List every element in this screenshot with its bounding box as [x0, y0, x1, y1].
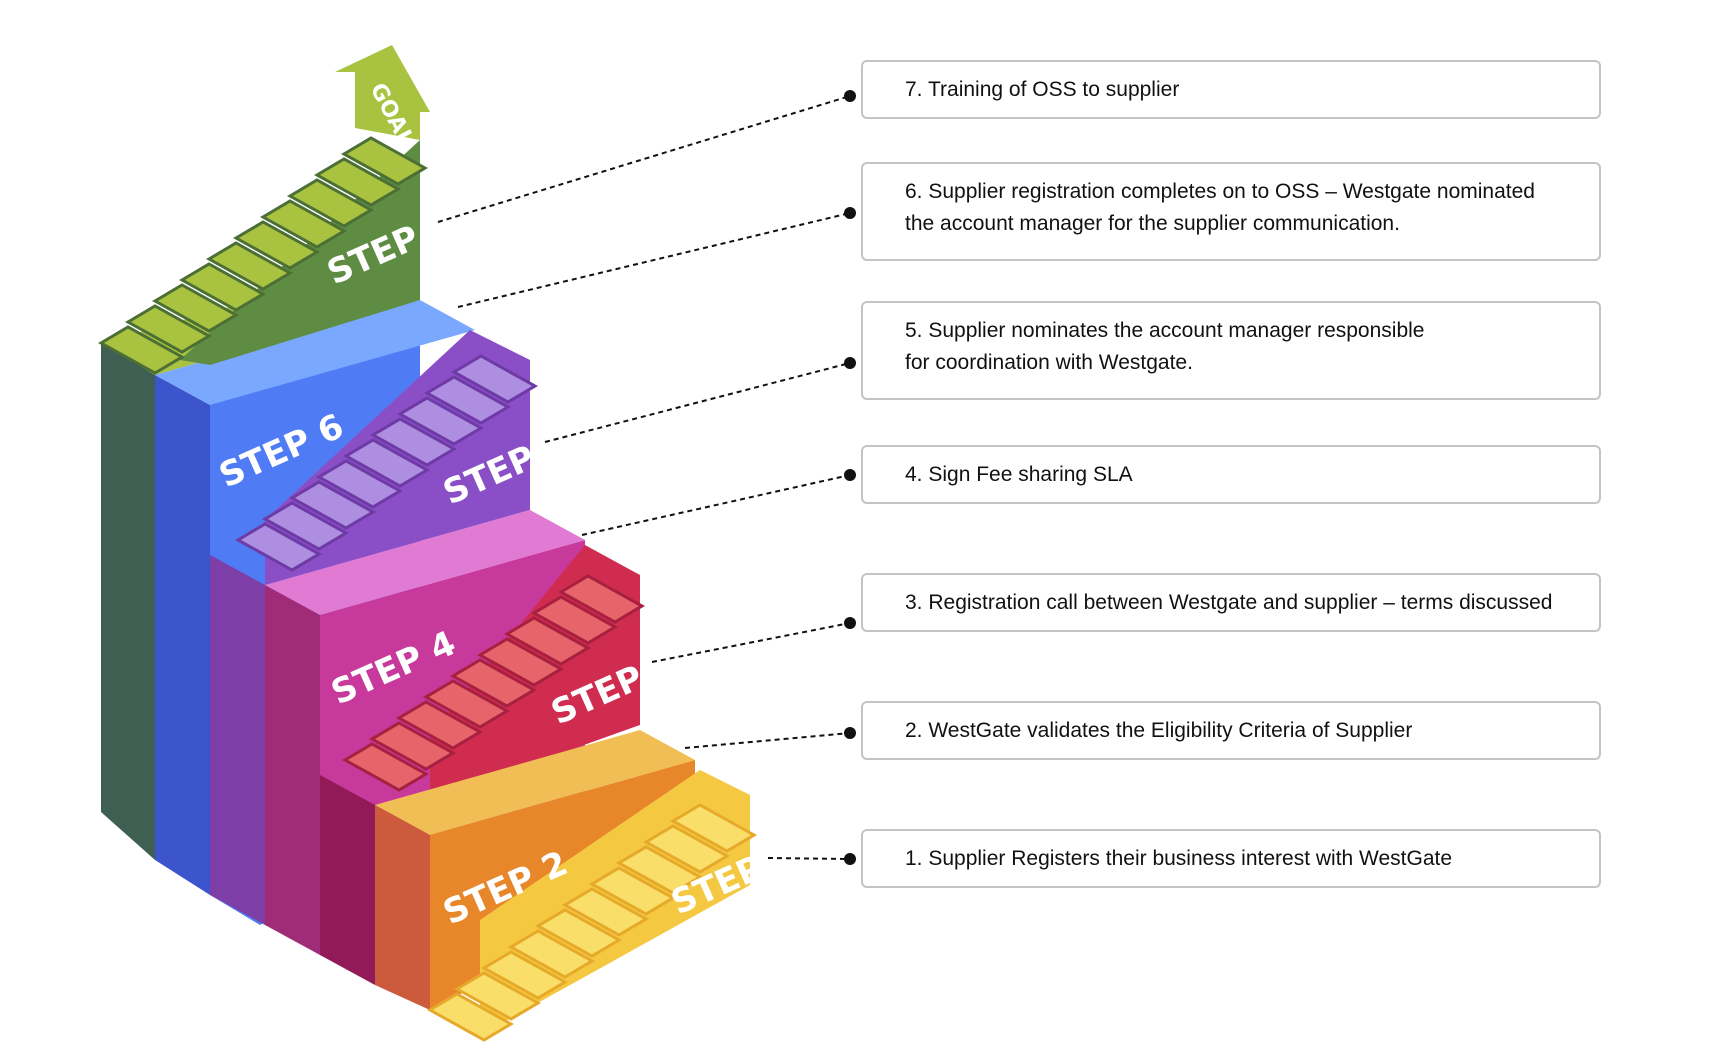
step5-left-face	[210, 555, 265, 925]
step2-top-face	[375, 730, 695, 835]
step3-stairs	[341, 574, 646, 792]
step4-top-face	[265, 510, 585, 615]
step3-description: 3. Registration call between Westgate an…	[905, 591, 1553, 614]
step6-top-face	[155, 300, 475, 405]
step1-stairs	[426, 803, 758, 1042]
goal-arrow	[335, 45, 430, 140]
step6-left-face	[155, 375, 210, 895]
step6-description: 6. Supplier registration completes on to…	[905, 180, 1535, 235]
tower-left-face	[101, 343, 155, 860]
step6-description-box: 6. Supplier registration completes on to…	[861, 162, 1601, 261]
step7-stairs	[97, 136, 429, 375]
step1-description: 1. Supplier Registers their business int…	[905, 847, 1453, 870]
step7-description: 7. Training of OSS to supplier	[905, 78, 1180, 101]
step3-description-box: 3. Registration call between Westgate an…	[861, 573, 1601, 632]
step2-description: 2. WestGate validates the Eligibility Cr…	[905, 719, 1413, 742]
staircase-illustration: GOAL STEP 7 STEP 6 STEP 5 STEP 4 STEP 3 …	[97, 45, 802, 1042]
step2-description-box: 2. WestGate validates the Eligibility Cr…	[861, 701, 1601, 760]
step2-left-face	[375, 805, 430, 1010]
step5-description: 5. Supplier nominates the account manage…	[905, 319, 1425, 374]
step1-description-box: 1. Supplier Registers their business int…	[861, 829, 1601, 888]
step7-description-box: 7. Training of OSS to supplier	[861, 60, 1601, 119]
step4-left-face	[265, 585, 320, 955]
step2-left-face-dark	[320, 775, 375, 985]
step5-description-box: 5. Supplier nominates the account manage…	[861, 301, 1601, 400]
step4-description: 4. Sign Fee sharing SLA	[905, 463, 1133, 486]
step5-stairs	[234, 354, 539, 572]
step4-description-box: 4. Sign Fee sharing SLA	[861, 445, 1601, 504]
